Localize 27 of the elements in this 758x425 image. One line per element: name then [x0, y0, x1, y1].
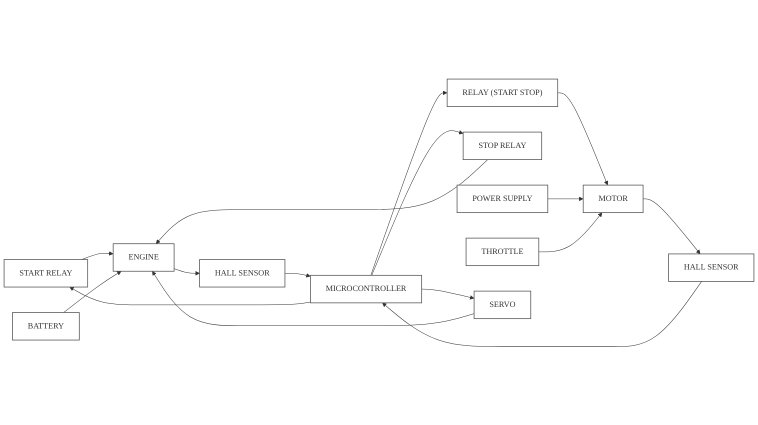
node-box: MOTOR [582, 184, 644, 213]
node-box: HALL SENSOR [668, 253, 754, 282]
node-box: START RELAY [4, 258, 88, 288]
arrow [372, 130, 464, 276]
arrow [370, 90, 448, 276]
arrow [82, 250, 114, 260]
arrow [538, 212, 602, 252]
arrow [156, 158, 488, 244]
node-box: THROTTLE [466, 237, 540, 266]
arrow [152, 270, 474, 326]
node-box: BATTERY [12, 312, 80, 340]
node-box: POWER SUPPLY [456, 184, 548, 213]
arrow [284, 272, 311, 278]
node-box: STOP RELAY [462, 131, 542, 160]
arrow [174, 268, 200, 276]
node-box: RELAY (START STOP) [446, 78, 558, 107]
arrow [63, 270, 122, 312]
arrow [421, 288, 474, 300]
arrow [69, 286, 311, 305]
arrow [548, 196, 584, 201]
arrow [557, 92, 608, 185]
arrow [642, 198, 700, 254]
node-box: ENGINE [112, 242, 174, 272]
arrow [382, 280, 702, 347]
node-box: HALL SENSOR [199, 258, 286, 288]
node-box: MICROCONTROLLER [310, 274, 422, 303]
node-box: SERVO [474, 290, 532, 319]
